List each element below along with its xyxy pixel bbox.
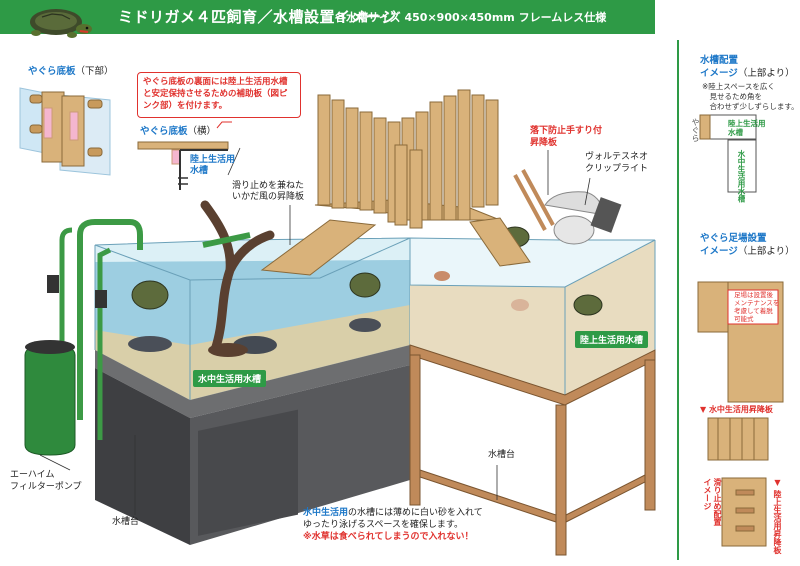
yagura-tower-drawing [260, 89, 555, 276]
land-tank-drawing [409, 226, 656, 395]
layout-title-2: イメージ [700, 68, 738, 79]
turtle-logo-icon [22, 2, 92, 50]
label-fall-guard-1: 落下防止手すり付 [530, 126, 603, 136]
layout-yagura-label: やぐら [691, 118, 700, 142]
inset-side-suffix: （横） [187, 126, 217, 137]
left-stand-drawing [95, 345, 410, 545]
foot-title-2: イメージ [700, 246, 738, 257]
water-tank-drawing [94, 200, 411, 400]
bottom-note-line2: ゆったり泳げるスペースを確保します。 [303, 520, 464, 530]
bottom-note: 水中生活用の水槽には薄めに白い砂を入れて ゆったり泳げるスペースを確保します。 … [303, 507, 483, 543]
layout-title: 水槽配置 イメージ（上部より） [700, 54, 795, 80]
foot-title-1: やぐら足場設置 [700, 233, 767, 244]
layout-note: ※陸上スペースを広く 見せるため角を 合わせず少しずらします。 [702, 82, 799, 111]
bottom-note-line1: の水槽には薄めに白い砂を入れて [348, 508, 483, 518]
foot-note: 足場は設置後 メンテナンスを 考慮して着脱 可能式 [734, 291, 780, 323]
label-stand-left: 水槽台 [112, 517, 140, 527]
header-bar [0, 0, 655, 34]
inset-side-label: やぐら底板（横） [140, 126, 216, 137]
inset-bottom-title: やぐら底板 [28, 66, 76, 77]
bottom-note-warning: ※水草は食べられてしまうので入れない！ [303, 532, 474, 542]
ramp-diagram-water-drawing [707, 417, 769, 461]
layout-title-1: 水槽配置 [700, 55, 739, 66]
callout-note: やぐら底板の裏面には陸上生活用水槽と安定保持させるための補助板（図ピンク部）を付… [137, 72, 301, 118]
filter-pump-drawing [24, 219, 143, 456]
inset-bottom-suffix: （下部） [75, 66, 114, 77]
layout-diagram-drawing [699, 114, 757, 193]
layout-water-tank-label: 水中生活用水槽 [737, 150, 746, 203]
ramp-water-title: ▼ 水中生活用昇降板 [700, 405, 773, 414]
inset-side-title: やぐら底板 [140, 126, 188, 137]
inset-side-drawing [137, 121, 232, 190]
label-stand-right: 水槽台 [488, 450, 516, 460]
page-subtitle: 各水槽サイズ 450×900×450mm フレームレス仕様 [335, 11, 607, 24]
clip-light-drawing [544, 191, 622, 245]
label-filter-1: エーハイム [10, 470, 55, 480]
label-fall-guard-2: 昇降板 [530, 138, 558, 148]
foot-diagram-drawing [697, 281, 784, 403]
label-light-1: ヴォルテスネオ [585, 152, 649, 162]
ramp-diagram-land-drawing [721, 477, 767, 547]
layout-title-suffix: （上部より） [737, 68, 795, 79]
layout-land-tank-label: 陸上生活用 水槽 [728, 119, 766, 137]
badge-water-tank: 水中生活用水槽 [193, 370, 267, 387]
inset-bottom-drawing [19, 87, 111, 176]
leader-lines [39, 147, 591, 515]
inset-side-tank-label: 陸上生活用 水槽 [190, 155, 236, 176]
label-light-2: クリップライト [585, 164, 649, 174]
label-filter-2: フィルターポンプ [10, 482, 82, 492]
inset-bottom-label: やぐら底板（下部） [28, 66, 114, 77]
panel-divider [677, 40, 679, 560]
foot-title: やぐら足場設置 イメージ（上部より） [700, 232, 795, 258]
ramp-land-title: ▼ 陸上生活用昇降板 [773, 478, 782, 554]
label-water-ramp: 滑り止めを兼ねた いかだ風の昇降板 [232, 181, 305, 202]
foot-title-suffix: （上部より） [737, 246, 795, 257]
badge-land-tank: 陸上生活用水槽 [575, 331, 649, 348]
page-title: ミドリガメ４匹飼育／水槽設置イメージ [118, 8, 397, 26]
bottom-note-highlight: 水中生活用 [303, 508, 349, 518]
right-stand-drawing [409, 344, 656, 556]
nonslip-label: 滑り止め配置 イメージ [703, 478, 722, 526]
